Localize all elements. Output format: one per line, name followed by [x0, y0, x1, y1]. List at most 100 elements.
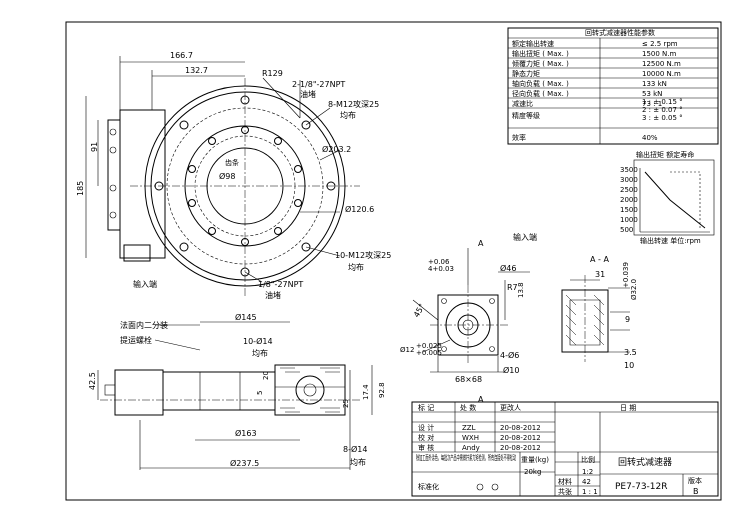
title-block-note: 除加工面外涂色，每批次产品中需做拧紧力矩检测，所有连接处不得松动: [416, 453, 516, 462]
mini-chart-xlabel: 输出转速 单位:rpm: [640, 236, 701, 245]
dim-237-label: Ø237.5: [230, 458, 259, 468]
spec-row-label: 输出扭矩 ( Max. ): [512, 49, 569, 58]
material-value: 42: [582, 478, 591, 486]
oil-fill-label: 油堵: [300, 89, 316, 99]
dim-91-label: 91: [90, 142, 99, 152]
mini-chart-ytick: 2500: [620, 186, 638, 194]
dim-145-label: Ø145: [235, 312, 257, 322]
drawing-border: [65, 21, 722, 501]
bolt-label: 提运螺栓: [120, 335, 152, 345]
dim-98-label: Ø98: [219, 171, 235, 181]
scale-label: 比例: [581, 455, 595, 464]
dim-185-label: 185: [76, 181, 85, 196]
version-value: B: [693, 487, 699, 496]
spec-row-value: 73 : 1: [642, 100, 662, 108]
dim-46-label: Ø46: [500, 263, 516, 273]
dim-120-label: Ø120.6: [345, 204, 374, 214]
scale-value: 1:2: [582, 468, 593, 476]
title-block-header: 更改人: [500, 403, 521, 412]
title-block-header: 日 期: [620, 404, 636, 412]
spec-row-label: 效率: [512, 133, 526, 142]
oil-plug-label: 油堵: [265, 290, 281, 300]
title-block-date: 20-08-2012: [500, 424, 541, 432]
spec-row-value: 1500 N.m: [642, 50, 677, 58]
title-block-date: 20-08-2012: [500, 434, 541, 442]
tooth-label: 法面内二分装: [120, 320, 168, 330]
tol-4: +0.005: [416, 349, 442, 357]
input-flange: [123, 244, 151, 262]
mini-chart-title: 输出扭矩 额定寿命: [636, 150, 694, 159]
weight-value: 20kg: [524, 468, 541, 476]
front-view: [85, 56, 360, 298]
center-label: 齿条: [225, 158, 239, 167]
bolt-holes-top-note: 均布: [340, 110, 356, 120]
bolt-holes-bottom-note: 均布: [348, 262, 364, 272]
mini-chart-ytick: 1000: [620, 216, 638, 224]
title-block-name: WXH: [462, 434, 479, 442]
dim-25-label: 25: [342, 399, 350, 408]
dim-12-label: Ø12: [400, 346, 414, 354]
sheet-label: 共张: [558, 487, 572, 496]
spec-row-label: 静态力矩: [512, 69, 540, 78]
input-end-label: 输入端: [133, 279, 157, 289]
spec-row-value: 10000 N.m: [642, 70, 681, 78]
spec-row-label: 额定输出转速: [512, 39, 554, 48]
spec-row-value: 53 kN: [642, 90, 662, 98]
section-view: [97, 321, 373, 470]
angle-label: 45°: [412, 302, 427, 319]
dim-31-label: 31: [595, 270, 605, 279]
bolt-holes-top-label: 8-M12攻深25: [328, 99, 379, 109]
spec-row-label: 精度等级: [512, 111, 540, 120]
spec-row-value: 12500 N.m: [642, 60, 681, 68]
dim-10-label: Ø10: [503, 365, 519, 375]
dim-35-label: 3.5: [624, 348, 637, 357]
spec-row-label: 减速比: [512, 99, 533, 108]
title-block-header: 处 数: [460, 403, 476, 412]
title-block-role: 校 对: [418, 433, 434, 442]
dim-32-label: Ø32.0: [630, 279, 638, 300]
material-label: 材料: [558, 477, 572, 486]
section-worm-housing: [114, 369, 164, 416]
spec-row-value: 1 : ± 0.15 °2 : ± 0.07 °3 : ± 0.05 °: [642, 98, 683, 122]
title-block-header: 标 记: [418, 403, 434, 412]
worm-end-cap: [107, 119, 121, 231]
dim-166-label: 166.7: [170, 51, 193, 60]
spec-row-value: 40%: [642, 134, 658, 142]
tol-1: +0.06: [428, 258, 450, 266]
title-block-date: 20-08-2012: [500, 444, 541, 452]
dim-928-label: 92.8: [378, 382, 386, 398]
spec-row-label: 径向负载 ( Max. ): [512, 89, 569, 98]
dim-5-label: 5: [256, 391, 264, 395]
dim-9-label: 9: [625, 315, 630, 324]
spec-row-label: 倾覆力矩 ( Max. ): [512, 59, 569, 68]
holes-8-note: 均布: [350, 457, 366, 467]
mini-chart-ytick: 500: [620, 226, 633, 234]
npt-bottom-label: 1/8"-27NPT: [258, 280, 303, 289]
title-block: [411, 401, 719, 497]
inner-bolt-holes: [188, 126, 302, 246]
tol-2: 4+0.03: [428, 265, 454, 273]
spec-table: [507, 27, 719, 145]
dim-10-aa-label: 10: [624, 361, 634, 370]
holes-8-label: 8-Ø14: [343, 444, 367, 454]
spec-row-value: 133 kN: [642, 80, 667, 88]
input-view-label: 输入端: [513, 232, 537, 242]
dim-163-label: Ø163: [235, 428, 257, 438]
version-label: 版本: [688, 476, 702, 485]
section-aa-title: A - A: [590, 255, 609, 264]
spec-row-label: 轴向负载 ( Max. ): [512, 79, 569, 88]
mini-chart-ytick: 2000: [620, 196, 638, 204]
dim-r129-label: R129: [262, 69, 283, 78]
title-block-name: ZZL: [462, 424, 476, 432]
mini-chart-ytick: 3000: [620, 176, 638, 184]
spec-title: 回转式减速器性能参数: [585, 28, 655, 37]
title-block-role: 审 核: [418, 443, 434, 452]
mini-chart-ytick: 1500: [620, 206, 638, 214]
npt-top-label: 2-1/8"-27NPT: [292, 80, 345, 89]
title-block-role: 设 计: [418, 423, 434, 432]
dim-203-label: Ø203.2: [322, 144, 351, 154]
section-a-bottom: A: [478, 395, 484, 404]
dim-20-label: 20: [262, 371, 270, 380]
